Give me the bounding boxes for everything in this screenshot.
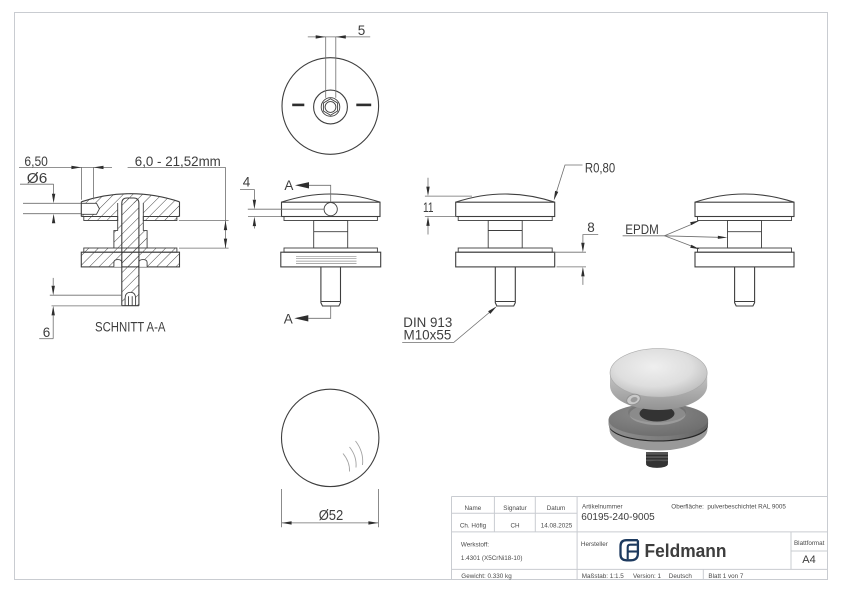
svg-text:SCHNITT A-A: SCHNITT A-A (95, 320, 166, 335)
svg-text:Artikelnummer: Artikelnummer (582, 504, 623, 511)
svg-text:Blattformat: Blattformat (794, 540, 825, 547)
svg-text:Gewicht: 0.330 kg: Gewicht: 0.330 kg (461, 573, 512, 580)
svg-text:A: A (284, 311, 293, 326)
svg-text:M10x55: M10x55 (404, 328, 452, 343)
svg-text:6,50: 6,50 (24, 154, 48, 169)
svg-text:Datum: Datum (547, 505, 566, 512)
svg-text:Ø6: Ø6 (27, 171, 48, 187)
svg-text:60195-240-9005: 60195-240-9005 (581, 512, 655, 523)
svg-text:5: 5 (358, 23, 366, 38)
svg-text:Name: Name (465, 505, 482, 512)
svg-text:Werkstoff:: Werkstoff: (461, 541, 489, 548)
svg-text:EPDM: EPDM (625, 222, 659, 237)
svg-text:6,0 - 21,52mm: 6,0 - 21,52mm (135, 154, 221, 169)
svg-text:Oberfläche: pulverbeschichtet: Oberfläche: pulverbeschichtet RAL 9005 (671, 503, 786, 510)
svg-text:A: A (284, 178, 293, 193)
svg-text:Ø52: Ø52 (319, 507, 344, 524)
svg-text:Maßstab: 1:1.5: Maßstab: 1:1.5 (582, 573, 624, 580)
svg-text:Blatt 1 von 7: Blatt 1 von 7 (708, 573, 744, 580)
svg-text:DIN 913: DIN 913 (403, 315, 452, 330)
svg-text:CH: CH (510, 523, 520, 530)
svg-text:11: 11 (423, 200, 434, 215)
svg-text:Version: 1: Version: 1 (633, 573, 662, 580)
svg-text:14.08.2025: 14.08.2025 (541, 523, 573, 530)
svg-text:Ch. Höfig: Ch. Höfig (460, 523, 487, 530)
svg-text:Deutsch: Deutsch (669, 573, 693, 580)
svg-text:4: 4 (243, 175, 251, 190)
svg-text:6: 6 (43, 325, 51, 340)
svg-text:Feldmann: Feldmann (645, 541, 727, 561)
svg-text:R0,80: R0,80 (585, 161, 615, 176)
svg-text:1.4301 (X5CrNi18-10): 1.4301 (X5CrNi18-10) (461, 555, 523, 562)
svg-text:8: 8 (587, 220, 595, 235)
svg-text:Hersteller: Hersteller (581, 541, 608, 548)
svg-text:Signatur: Signatur (503, 505, 526, 512)
svg-text:A4: A4 (802, 554, 815, 566)
